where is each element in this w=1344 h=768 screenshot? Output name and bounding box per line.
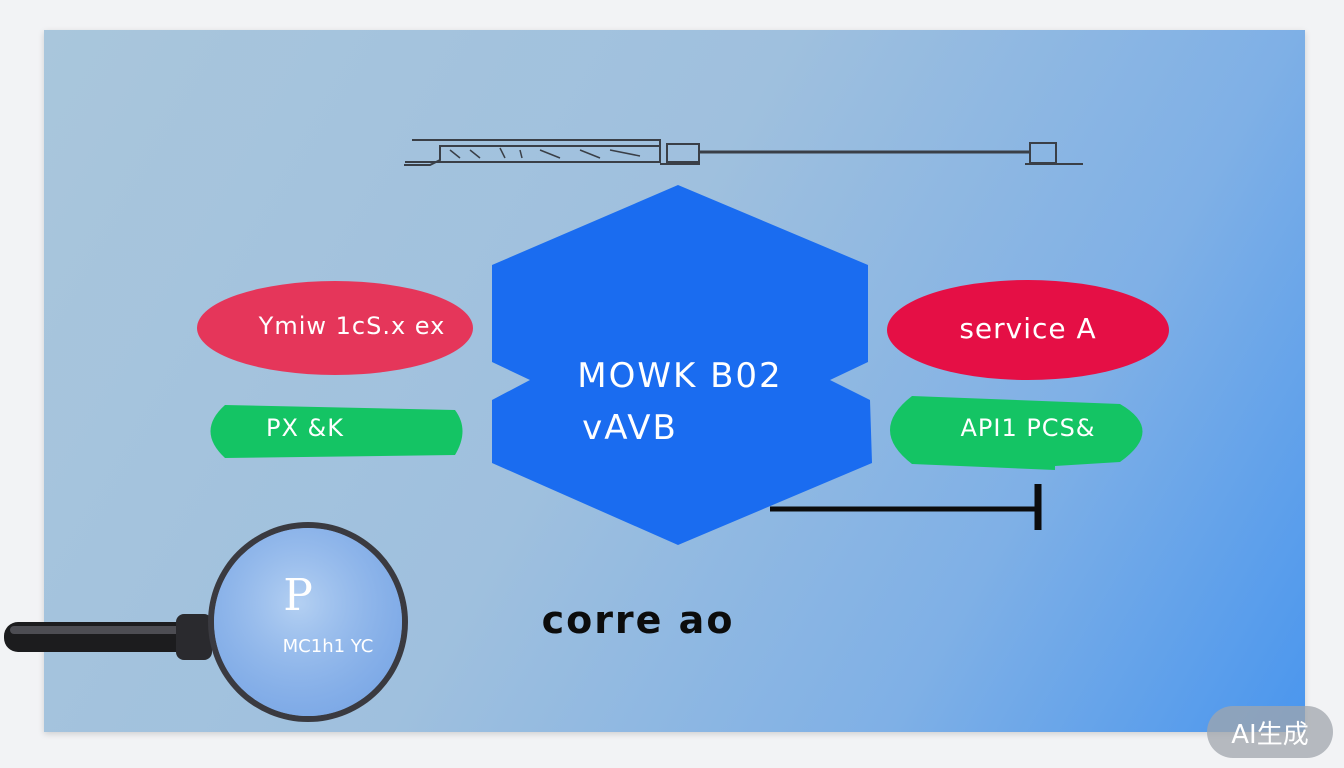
magnifier-text: MC1h1 YC bbox=[282, 636, 374, 657]
right-node-red-label: service A bbox=[959, 312, 1097, 345]
top-connector bbox=[404, 139, 1083, 166]
left-node-green bbox=[210, 405, 463, 458]
center-node-label-line2: vAVB bbox=[582, 408, 678, 448]
center-node bbox=[492, 185, 872, 545]
diagram-caption: corre ao bbox=[541, 598, 735, 642]
magnifier-letter: P bbox=[283, 570, 313, 621]
left-node-red bbox=[197, 281, 473, 375]
magnifier-icon bbox=[4, 522, 408, 722]
bottom-connector bbox=[770, 484, 1042, 530]
left-node-red-label: Ymiw 1cS.x ex bbox=[258, 312, 446, 340]
right-node-green bbox=[890, 396, 1143, 470]
right-node-green-label: API1 PCS& bbox=[960, 414, 1096, 442]
right-node-red bbox=[887, 280, 1169, 380]
left-node-green-label: PX &K bbox=[266, 414, 344, 442]
center-node-label-line1: MOWK B02 bbox=[577, 356, 783, 396]
ai-generated-badge: AI生成 bbox=[1207, 706, 1333, 758]
